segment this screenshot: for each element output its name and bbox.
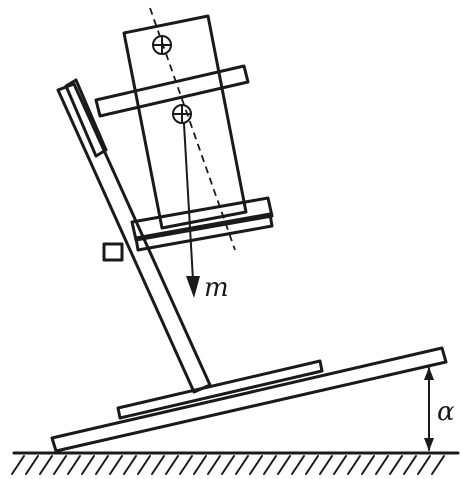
hatch-stroke [319,455,333,475]
angle-label: α [437,397,455,427]
block-base-lower [134,212,274,252]
dimension-arrow-down [424,438,434,451]
hatch-stroke [109,455,123,475]
hatch-stroke [249,455,263,475]
hatch-stroke [431,455,445,475]
hatch-stroke [95,455,109,475]
hatch-stroke [165,455,179,475]
hatch-stroke [207,455,221,475]
support-bar-body [56,82,212,394]
hatch-stroke [361,455,375,475]
block-axis-line [149,7,236,251]
hatch-stroke [389,455,403,475]
hatch-stroke [291,455,305,475]
hatch-stroke [417,455,431,475]
hatch-stroke [39,455,53,475]
hatch-stroke [123,455,137,475]
inclined-plank [50,346,448,453]
support-bar-clamp [102,242,124,262]
hatch-stroke [137,455,151,475]
plank-plate [116,359,324,420]
hatch-stroke [53,455,67,475]
hatch-stroke [375,455,389,475]
hatch-stroke [403,455,417,475]
hatch-stroke [11,455,25,475]
hatch-stroke [25,455,39,475]
ground-hatching [11,455,445,475]
hatch-stroke [305,455,319,475]
weight-arrow-head [186,276,200,298]
clamp-rod [94,64,250,118]
plank-body [50,346,448,453]
hatch-stroke [151,455,165,475]
hatch-stroke [179,455,193,475]
hatch-stroke [263,455,277,475]
weight-vector: m [183,123,229,303]
support-bar-top-strip [64,78,108,158]
hatch-stroke [333,455,347,475]
block-base-upper [130,196,274,242]
block-body [122,14,248,230]
hatch-stroke [347,455,361,475]
support-bar [56,78,212,394]
weight-arrow-line [183,123,194,281]
weight-label: m [204,273,229,303]
hatch-stroke [235,455,249,475]
hatch-stroke [277,455,291,475]
angle-dimension: α [424,367,455,451]
dimension-arrow-up [424,367,434,380]
ground [11,451,460,475]
hanging-block [122,7,248,251]
clamp-rod-body [94,64,250,118]
hatch-stroke [67,455,81,475]
hatch-stroke [193,455,207,475]
hatch-stroke [81,455,95,475]
hatch-stroke [221,455,235,475]
block-base [130,196,274,252]
